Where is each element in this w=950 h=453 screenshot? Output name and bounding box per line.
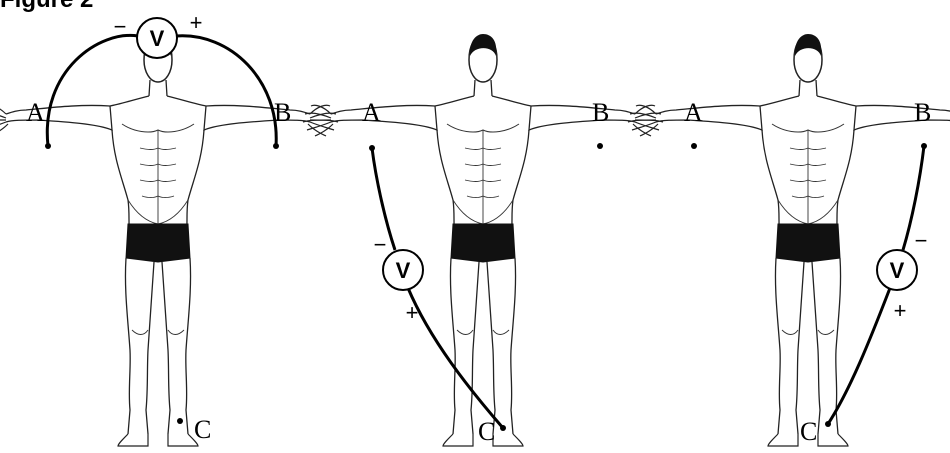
label-b-2: B bbox=[592, 98, 609, 127]
label-b-3: B bbox=[914, 98, 931, 127]
figure-title: Figure 2 bbox=[0, 0, 93, 14]
voltmeter-label-3: V bbox=[890, 258, 905, 283]
positive-sign-1: + bbox=[190, 10, 203, 35]
electrode-b-2 bbox=[597, 143, 603, 149]
electrode-c-3 bbox=[825, 421, 831, 427]
label-a-2: A bbox=[362, 98, 381, 127]
electrode-c-2 bbox=[500, 425, 506, 431]
electrode-b-1 bbox=[273, 143, 279, 149]
electrode-a-2 bbox=[369, 145, 375, 151]
negative-sign-2: − bbox=[374, 232, 387, 257]
electrode-c-1 bbox=[177, 418, 183, 424]
human-figure-2 bbox=[303, 34, 663, 446]
label-a-3: A bbox=[684, 98, 703, 127]
human-figure-1 bbox=[0, 34, 338, 446]
electrode-a-1 bbox=[45, 143, 51, 149]
label-c-3: C bbox=[800, 417, 817, 446]
panel-1: V − + A B C bbox=[0, 10, 338, 446]
panel-3: V − + A B C bbox=[628, 34, 950, 446]
electrode-b-3 bbox=[921, 143, 927, 149]
positive-sign-2: + bbox=[406, 300, 419, 325]
label-b-1: B bbox=[274, 98, 291, 127]
human-figure-3 bbox=[628, 34, 950, 446]
label-c-2: C bbox=[478, 417, 495, 446]
electrode-a-3 bbox=[691, 143, 697, 149]
negative-sign-1: − bbox=[114, 14, 127, 39]
voltmeter-label-2: V bbox=[396, 258, 411, 283]
label-c-1: C bbox=[194, 415, 211, 444]
panel-2: V − + A B C bbox=[303, 34, 663, 446]
negative-sign-3: − bbox=[915, 228, 928, 253]
label-a-1: A bbox=[26, 98, 45, 127]
positive-sign-3: + bbox=[894, 298, 907, 323]
voltmeter-label-1: V bbox=[150, 26, 165, 51]
